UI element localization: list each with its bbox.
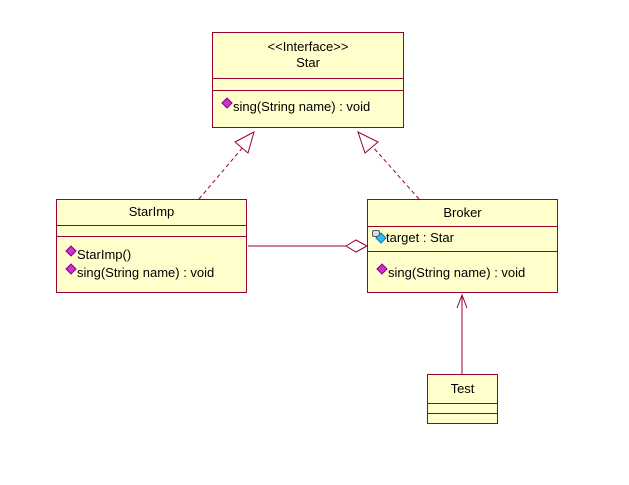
- private-attribute-icon: [372, 230, 387, 244]
- class-starimp-operation: sing(String name) : void: [77, 265, 215, 280]
- class-broker[interactable]: Broker target : Star sing(String name) :…: [367, 199, 558, 293]
- class-starimp-operations: StarImp() sing(String name) : void: [57, 237, 246, 292]
- class-starimp[interactable]: StarImp StarImp() sing(String name) : vo…: [56, 199, 247, 293]
- public-operation-icon: [65, 263, 77, 275]
- aggregation-diamond: [345, 239, 369, 253]
- class-star-attributes: [213, 79, 403, 91]
- class-test-header: Test: [428, 375, 497, 404]
- class-star-operation: sing(String name) : void: [233, 99, 371, 114]
- class-star-operations: sing(String name) : void: [213, 91, 403, 127]
- class-broker-header: Broker: [368, 200, 557, 227]
- class-broker-operations: sing(String name) : void: [368, 252, 557, 292]
- realization-broker-star: [371, 145, 420, 200]
- class-test-attributes: [428, 404, 497, 414]
- class-test[interactable]: Test: [427, 374, 498, 424]
- realization-arrowhead-star-right: [357, 131, 379, 154]
- class-broker-operation: sing(String name) : void: [388, 265, 526, 280]
- realization-starimp-star: [198, 145, 245, 200]
- public-operation-icon: [65, 245, 77, 257]
- class-starimp-name: StarImp: [128, 204, 175, 219]
- realization-arrowhead-star-left: [234, 131, 255, 154]
- class-star-operation-row: sing(String name) : void: [221, 97, 371, 115]
- class-starimp-attributes: [57, 226, 246, 237]
- class-star-stereotype: <<Interface>>: [267, 39, 349, 54]
- class-starimp-operation-row: StarImp(): [65, 245, 132, 263]
- class-broker-name: Broker: [443, 205, 482, 220]
- class-test-name: Test: [450, 381, 475, 396]
- class-test-operations: [428, 414, 497, 423]
- public-operation-icon: [221, 97, 233, 109]
- class-star-name: Star: [296, 55, 320, 70]
- class-broker-operation-row: sing(String name) : void: [376, 263, 526, 281]
- association-arrowhead: [456, 293, 468, 309]
- class-star-header: <<Interface>> Star: [213, 33, 403, 79]
- class-star[interactable]: <<Interface>> Star sing(String name) : v…: [212, 32, 404, 128]
- class-starimp-operation-row: sing(String name) : void: [65, 263, 215, 281]
- class-broker-attributes: target : Star: [368, 227, 557, 252]
- class-starimp-operation: StarImp(): [77, 247, 132, 262]
- public-operation-icon: [376, 263, 388, 275]
- class-broker-attribute-row: target : Star: [372, 230, 454, 246]
- class-broker-attribute: target : Star: [386, 230, 454, 245]
- class-starimp-header: StarImp: [57, 200, 246, 226]
